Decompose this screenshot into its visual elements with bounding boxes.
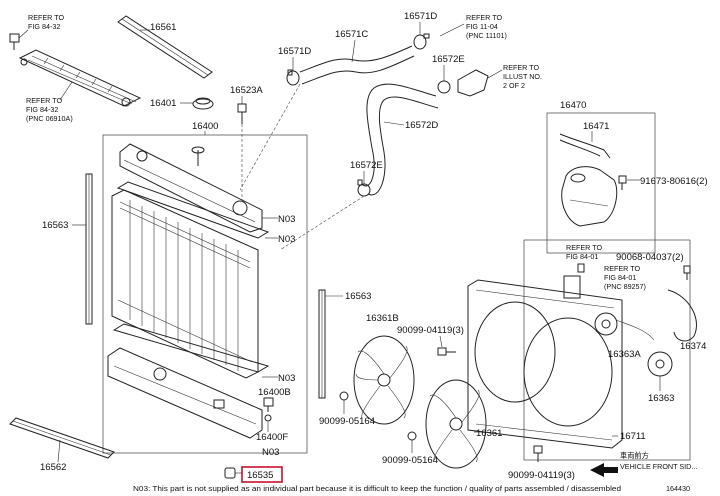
vehicle-front-jp: 車両前方 <box>620 451 649 460</box>
vehicle-front-arrow-icon <box>590 463 618 477</box>
hose-clamp-top-part <box>413 33 430 50</box>
reservoir-hose-part <box>559 133 611 159</box>
nut-90099-c-part <box>407 431 417 441</box>
ref-fig8401-b-line1: REFER TO <box>604 264 640 273</box>
ref-top-left-line2: FIG 84-32 <box>28 22 60 31</box>
upper-gasket-part <box>116 181 270 239</box>
label-16562: 16562 <box>40 462 66 473</box>
bolt-90068-part <box>683 265 691 280</box>
label-16571C: 16571C <box>335 29 368 40</box>
bolt-icon <box>9 33 20 50</box>
cooling-fan-16361-part <box>425 379 487 469</box>
fan-shroud-part <box>467 279 623 449</box>
label-90068: 90068-04037(2) <box>616 252 684 263</box>
ref-illust-line3: 2 OF 2 <box>503 81 525 90</box>
label-16363: 16363 <box>648 393 674 404</box>
condenser-part <box>18 49 142 107</box>
label-16400: 16400 <box>192 121 218 132</box>
reservoir-tank-part <box>561 166 618 227</box>
radiator-lower-tank-part <box>107 347 263 439</box>
label-16711: 16711 <box>620 431 646 442</box>
label-90099-c: 90099-05164 <box>382 455 438 466</box>
ref-left-line3: (PNC 06910A) <box>26 114 73 123</box>
drain-cock-part <box>263 397 274 422</box>
lower-gasket-part <box>112 323 270 373</box>
figure-code: 164430 <box>666 484 690 493</box>
reservoir-bolt-part <box>618 175 627 190</box>
radiator-core-part <box>111 189 259 379</box>
lower-radiator-hose-part <box>361 83 439 196</box>
ref-fig8401-a-line1: REFER TO <box>566 243 602 252</box>
cooling-fan-16361B-part <box>353 335 415 425</box>
radiator-cap-part <box>192 97 214 110</box>
reservoir-box <box>546 112 656 254</box>
ref-fig8401-b-line3: (PNC 89257) <box>604 282 646 291</box>
ref-illust-line1: REFER TO <box>503 63 539 72</box>
label-16374: 16374 <box>680 341 706 352</box>
drain-plug-part <box>237 103 247 124</box>
label-16523A: 16523A <box>230 85 263 96</box>
nut-90099-b-part <box>339 391 349 401</box>
label-N03-4: N03 <box>262 447 279 458</box>
seal-16563-left-part <box>85 173 93 325</box>
ref-fig8401-a-line2: FIG 84-01 <box>566 252 598 261</box>
label-N03-3: N03 <box>278 373 295 384</box>
label-16563-mid: 16563 <box>345 291 371 302</box>
ref-top-right-line2: FIG 11-04 <box>466 22 498 31</box>
label-16400F: 16400F <box>256 432 288 443</box>
radiator-cushion-part <box>224 467 236 479</box>
label-90099-b: 90099-05164 <box>319 416 375 427</box>
label-16563-left: 16563 <box>42 220 68 231</box>
label-16572E-low: 16572E <box>350 160 383 171</box>
fan-motor-b-part <box>647 351 673 377</box>
label-16561: 16561 <box>150 22 176 33</box>
highlight-16535-box[interactable] <box>241 466 283 483</box>
label-16363A: 16363A <box>608 349 641 360</box>
engine-outlet-part <box>457 69 489 97</box>
label-N03-1: N03 <box>278 214 295 225</box>
screw-90099-d-part <box>533 445 543 462</box>
seal-16562-part <box>9 417 115 459</box>
ref-illust-line2: ILLUST NO. <box>503 72 542 81</box>
ref-left-line2: FIG 84-32 <box>26 105 58 114</box>
ref-left-line1: REFER TO <box>26 96 62 105</box>
label-16572D: 16572D <box>405 120 438 131</box>
label-16361B: 16361B <box>366 313 399 324</box>
fan-assembly-box <box>523 239 691 461</box>
ref-top-left-line1: REFER TO <box>28 13 64 22</box>
label-16572E: 16572E <box>432 54 465 65</box>
radiator-upper-tank-part <box>119 143 263 233</box>
vehicle-front-en: VEHICLE FRONT SID... <box>620 462 697 471</box>
fan-connector-part <box>563 263 585 299</box>
label-16571D-top: 16571D <box>404 11 437 22</box>
label-91673: 91673-80616(2) <box>640 176 708 187</box>
label-16471: 16471 <box>583 121 609 132</box>
label-N03-2: N03 <box>278 234 295 245</box>
fan-motor-a-part <box>594 312 655 341</box>
seal-16563-mid-part <box>318 289 326 399</box>
fan-wire-harness-part <box>667 289 697 342</box>
hose-clamp-upper-right-part <box>437 80 451 94</box>
upper-radiator-hose-part <box>299 45 415 85</box>
ref-top-right-line3: (PNC 11101) <box>466 31 507 40</box>
ref-fig8401-b-line2: FIG 84-01 <box>604 273 636 282</box>
footnote: N03: This part is not supplied as an ind… <box>133 484 621 493</box>
ref-top-right-line1: REFER TO <box>466 13 502 22</box>
label-16535[interactable]: 16535 <box>247 470 273 481</box>
seal-16561-part <box>117 15 213 79</box>
label-16571D-left: 16571D <box>278 46 311 57</box>
screw-90099-a-part <box>437 347 456 356</box>
label-16400B: 16400B <box>258 387 291 398</box>
radiator-assembly-box <box>102 134 308 454</box>
label-16401: 16401 <box>150 98 176 109</box>
label-16361: 16361 <box>476 428 502 439</box>
label-90099-d: 90099-04119(3) <box>508 470 575 481</box>
hose-clamp-left-part <box>286 69 300 86</box>
label-16470: 16470 <box>560 100 586 111</box>
label-90099-a: 90099-04119(3) <box>397 325 464 336</box>
